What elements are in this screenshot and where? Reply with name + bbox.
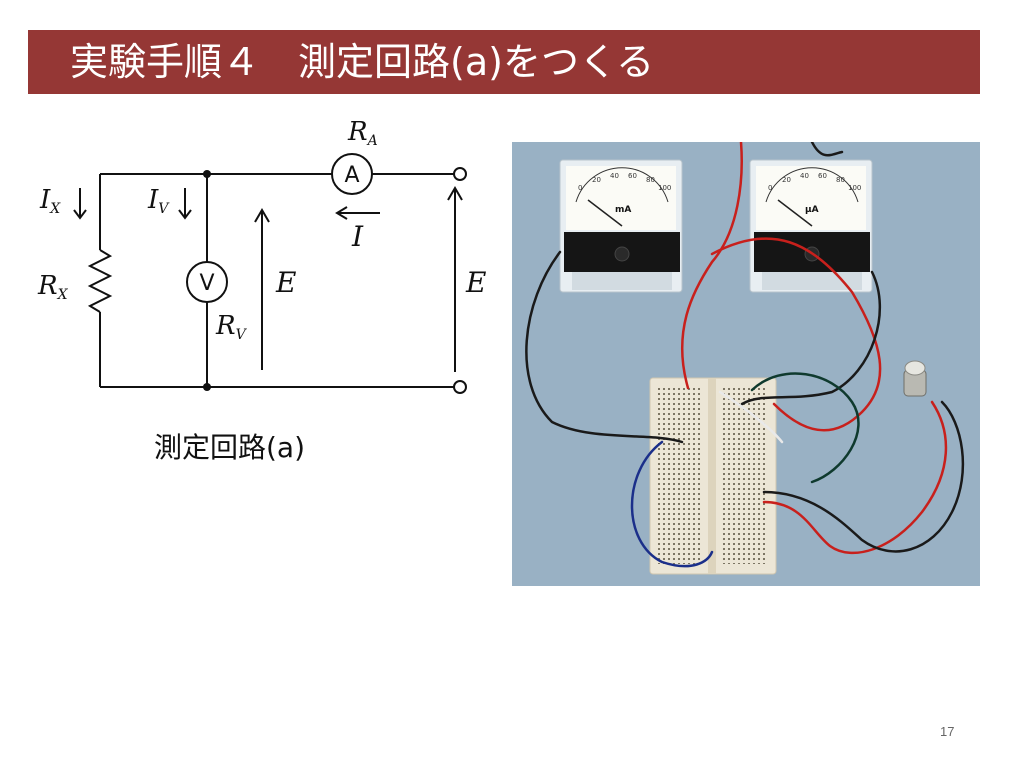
e-inner-arrow-head [254,208,270,223]
breadboard [649,377,777,575]
circuit-caption: 測定回路(a) [154,431,306,464]
resistor-rx [87,249,113,313]
label-ix: IX [39,185,61,217]
wires [525,142,965,568]
terminal-top [453,167,467,181]
ammeter-circle [331,153,373,195]
circuit-diagram: V A IX RX IV RV RA E E I [37,117,486,394]
meter-left-tick-100: 100 [658,184,671,192]
circuit-photo: 0 20 40 60 80 100 mA 0 20 40 60 80 100 μ… [512,142,980,586]
meter-right-tick-20: 20 [782,176,791,184]
label-i: I [351,220,364,253]
terminal-bottom [453,380,467,394]
meter-right-tick-60: 60 [818,172,827,180]
label-iv: IV [147,185,170,217]
meter-left: 0 20 40 60 80 100 mA [559,159,683,293]
iv-arrow-head [178,209,192,220]
label-e-outer: E [465,266,486,299]
e-outer-arrow-head [447,186,463,201]
ammeter-symbol: A [344,163,359,188]
label-e-inner: E [275,266,296,299]
meter-right-tick-40: 40 [800,172,809,180]
title-bar: 実験手順４ 測定回路(a)をつくる [28,30,980,94]
meter-right: 0 20 40 60 80 100 μA [749,159,873,293]
light-bulb [903,360,927,397]
i-arrow-head [335,206,348,220]
meter-right-unit: μA [805,205,819,215]
junction-top [203,170,211,178]
meter-left-tick-40: 40 [610,172,619,180]
ix-arrow-head [73,209,87,220]
meter-left-unit: mA [615,205,631,215]
voltmeter-circle [186,261,228,303]
meter-left-tick-60: 60 [628,172,637,180]
slide-title: 実験手順４ 測定回路(a)をつくる [70,40,655,84]
meter-left-tick-80: 80 [646,176,655,184]
meter-right-tick-0: 0 [768,184,772,192]
meter-left-tick-0: 0 [578,184,582,192]
page-number: 17 [940,724,955,739]
label-rx: RX [37,271,69,303]
meter-left-tick-20: 20 [592,176,601,184]
meter-right-tick-80: 80 [836,176,845,184]
label-rv: RV [215,311,248,343]
label-ra: RA [347,117,378,149]
meter-right-tick-100: 100 [848,184,861,192]
junction-bottom [203,383,211,391]
voltmeter-symbol: V [199,271,214,296]
